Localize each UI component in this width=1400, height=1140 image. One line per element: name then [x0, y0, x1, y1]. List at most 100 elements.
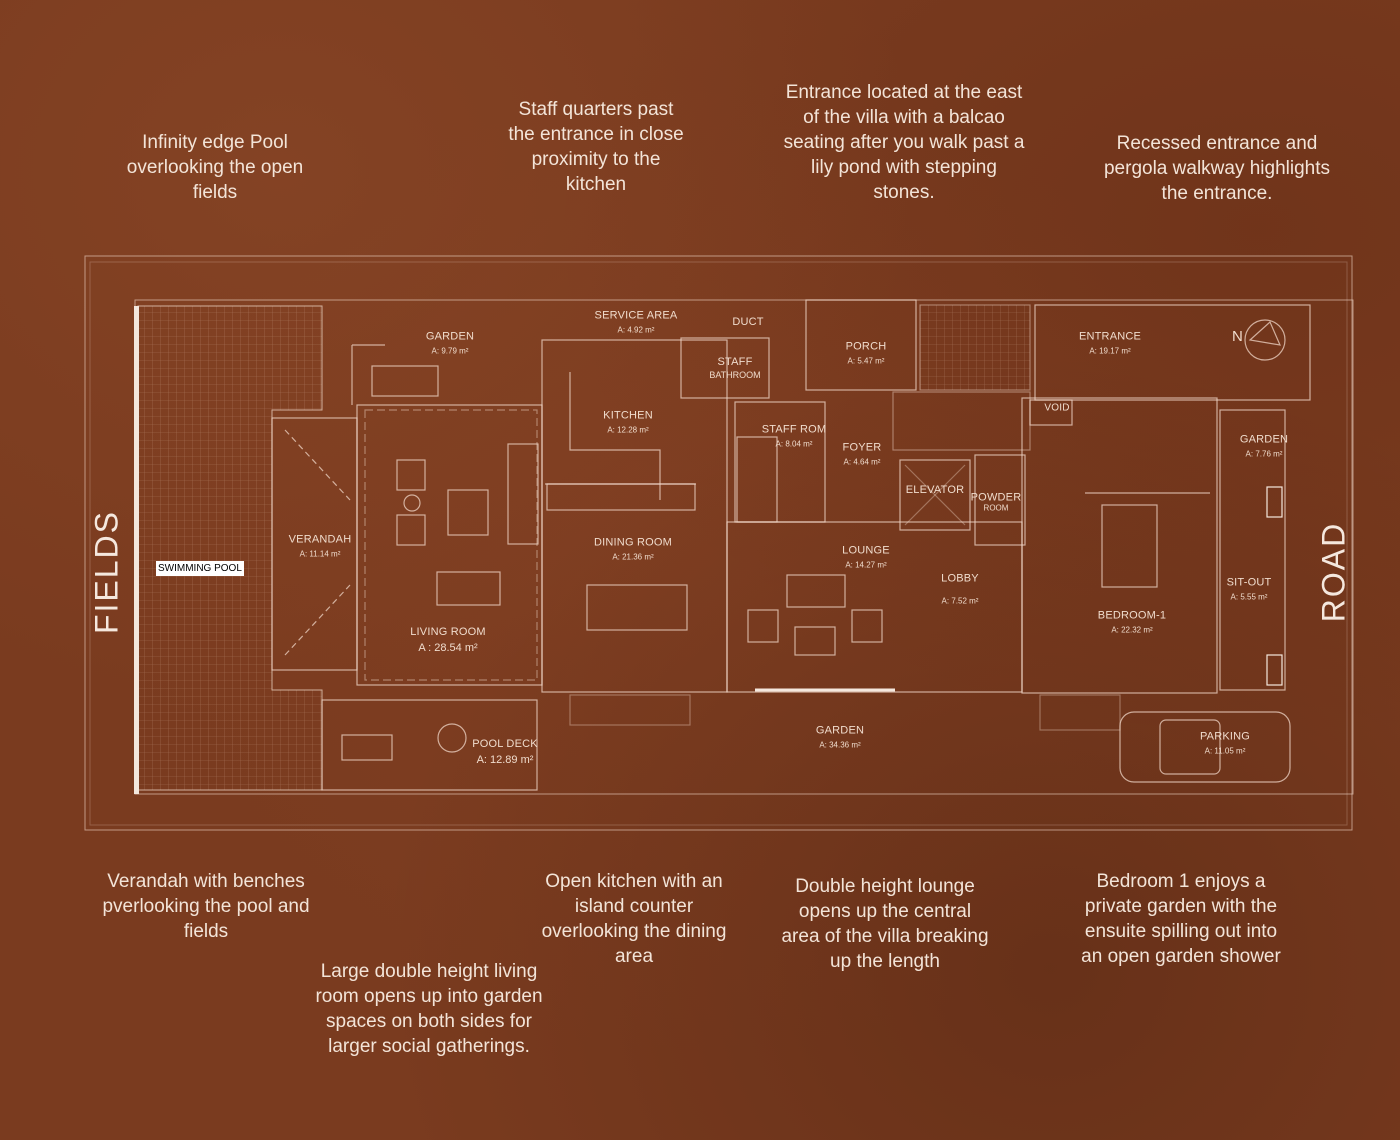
room-area: A: 12.89 m² [476, 754, 534, 766]
room-duct: DUCT [732, 316, 763, 328]
note-line: Infinity edge Pool [142, 132, 288, 153]
room-staff-room: STAFF ROM A: 8.04 m² [762, 424, 827, 449]
elevator-outline [899, 459, 971, 531]
note-line: opens up the central [798, 901, 972, 922]
note-line: fields [192, 182, 238, 203]
room-name: GARDEN [815, 724, 865, 737]
note-line: area [614, 946, 654, 967]
room-name: FOYER [842, 441, 882, 454]
room-area: A: 14.27 m² [845, 560, 887, 570]
note-line: room opens up into garden [315, 986, 543, 1007]
room-area: A: 8.04 m² [775, 439, 813, 449]
room-area: A: 34.36 m² [819, 740, 861, 750]
room-porch: PORCH A: 5.47 m² [846, 341, 887, 366]
room-name: KITCHEN [603, 409, 653, 422]
note-line: pergola walkway highlights [1103, 158, 1331, 179]
note-line: pverlooking the pool and [102, 896, 310, 917]
room-name: ENTRANCE [1078, 330, 1142, 343]
room-name: VOID [1044, 402, 1070, 414]
note-line: Recessed entrance and [1116, 133, 1318, 154]
room-area: A: 11.14 m² [299, 549, 341, 559]
room-name-sub: BATHROOM [709, 370, 761, 380]
room-name: STAFF [717, 356, 753, 368]
room-name-sub: ROOM [983, 503, 1009, 513]
pergola [919, 304, 1031, 391]
room-name: SIT-OUT [1226, 576, 1272, 589]
note-line: Verandah with benches [107, 871, 305, 892]
room-name: LOBBY [941, 572, 979, 585]
room-name: SERVICE AREA [594, 309, 678, 322]
room-area: A: 21.36 m² [612, 552, 654, 562]
room-area: A: 5.55 m² [1230, 592, 1268, 602]
room-name: LIVING ROOM [410, 626, 486, 638]
room-name: PARKING [1199, 730, 1251, 743]
room-name: GARDEN [1239, 433, 1289, 446]
annotation-pool: Infinity edge Pool overlooking the open fi… [127, 130, 303, 205]
swimming-pool [137, 305, 323, 791]
void-label: VOID [1044, 403, 1069, 414]
fields-label: FIELDS [88, 509, 125, 635]
north-label: N [1232, 328, 1243, 345]
room-area: A: 5.47 m² [847, 356, 885, 366]
room-area: A: 7.52 m² [941, 596, 979, 606]
room-name: PORCH [845, 340, 887, 353]
note-line: Large double height living [320, 961, 538, 982]
room-garden-east: GARDEN A: 7.76 m² [1240, 434, 1288, 459]
room-elevator: ELEVATOR [906, 484, 964, 496]
room-lobby: LOBBY A: 7.52 m² [941, 573, 979, 606]
note-line: up the length [830, 951, 940, 972]
note-line: larger social gatherings. [328, 1036, 530, 1057]
room-name: STAFF ROM [761, 423, 827, 436]
note-line: Bedroom 1 enjoys a [1096, 871, 1266, 892]
note-line: stones. [873, 182, 935, 203]
room-area: A: 4.64 m² [843, 457, 881, 467]
note-line: overlooking the open [126, 157, 304, 178]
room-kitchen: KITCHEN A: 12.28 m² [603, 410, 653, 435]
swimming-pool-label: SWIMMING POOL [156, 561, 244, 576]
room-area: A: 12.28 m² [607, 425, 649, 435]
room-area: A: 7.76 m² [1245, 449, 1283, 459]
room-foyer: FOYER A: 4.64 m² [843, 442, 882, 467]
bedroom-outline [1021, 397, 1218, 694]
site-boundary [84, 255, 1353, 831]
room-living: LIVING ROOM A : 28.54 m² [410, 626, 486, 654]
room-area: A: 9.79 m² [431, 346, 469, 356]
room-name: POWDER [970, 491, 1022, 504]
note-line: area of the villa breaking [781, 926, 989, 947]
room-area: A: 4.92 m² [617, 325, 655, 335]
note-line: lily pond with stepping [811, 157, 997, 178]
note-line: fields [183, 921, 229, 942]
car-icon [1119, 711, 1291, 783]
annotation-living: Large double height living room opens up … [315, 959, 542, 1059]
note-line: spaces on both sides for [326, 1011, 532, 1032]
room-name: POOL DECK [472, 738, 538, 750]
porch-outline [805, 299, 917, 391]
room-area: A: 22.32 m² [1111, 625, 1153, 635]
note-line: Entrance located at the east [785, 82, 1023, 103]
room-dining: DINING ROOM A: 21.36 m² [594, 537, 672, 562]
room-name: DINING ROOM [594, 536, 672, 549]
note-line: overlooking the dining [541, 921, 727, 942]
note-line: the entrance in close [508, 124, 684, 145]
kitchen-dining-outline [541, 339, 728, 693]
room-name: DUCT [732, 316, 764, 328]
room-area: A: 19.17 m² [1089, 346, 1131, 356]
room-area: A : 28.54 m² [418, 642, 478, 654]
note-line: the entrance. [1161, 183, 1273, 204]
pool-edge [134, 306, 139, 794]
note-line: proximity to the [531, 149, 661, 170]
room-sit-out: SIT-OUT A: 5.55 m² [1227, 577, 1272, 602]
room-name: ELEVATOR [905, 484, 965, 496]
room-area: A: 11.05 m² [1204, 746, 1246, 756]
north-arrow-icon [1244, 319, 1286, 361]
